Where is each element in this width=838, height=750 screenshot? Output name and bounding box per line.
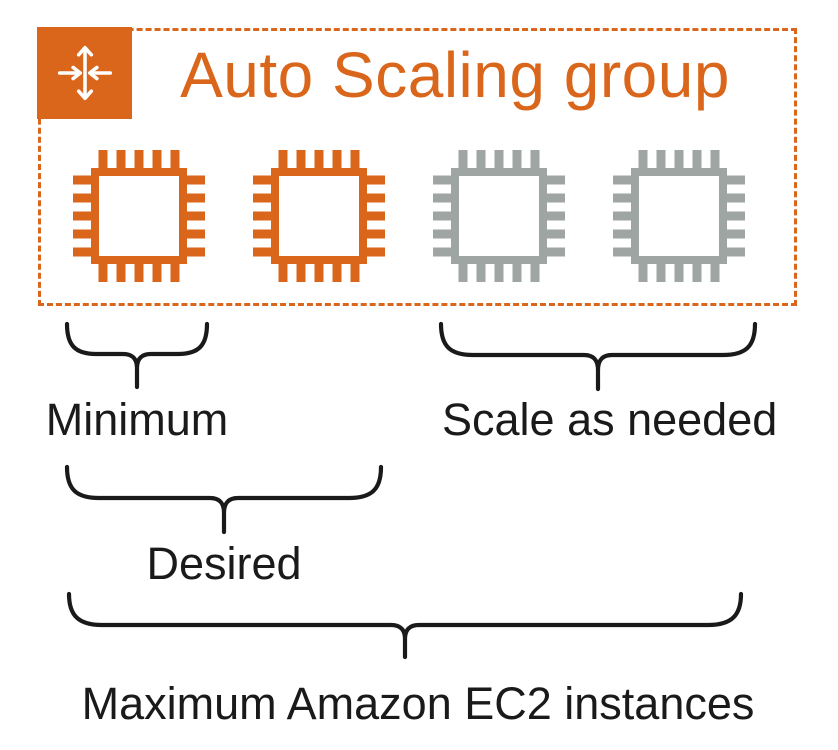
scaling-arrows-icon: [57, 45, 112, 101]
auto-scaling-group-box: [38, 28, 797, 306]
brace-maximum: [66, 591, 744, 661]
label-minimum: Minimum: [45, 394, 229, 445]
ec2-instance-icon: [611, 148, 747, 284]
label-maximum-ec2-instances: Maximum Amazon EC2 instances: [81, 678, 755, 729]
ec2-instance-icon: [71, 148, 207, 284]
label-scale-as-needed: Scale as needed: [442, 394, 778, 445]
brace-scale-as-needed: [438, 321, 758, 393]
brace-desired: [64, 464, 384, 536]
label-desired: Desired: [146, 538, 302, 589]
auto-scaling-group-title: Auto Scaling group: [180, 39, 730, 111]
ec2-instance-icon: [431, 148, 567, 284]
ec2-instance-icon: [251, 148, 387, 284]
brace-minimum: [64, 321, 210, 391]
auto-scaling-group-icon: [37, 27, 132, 119]
